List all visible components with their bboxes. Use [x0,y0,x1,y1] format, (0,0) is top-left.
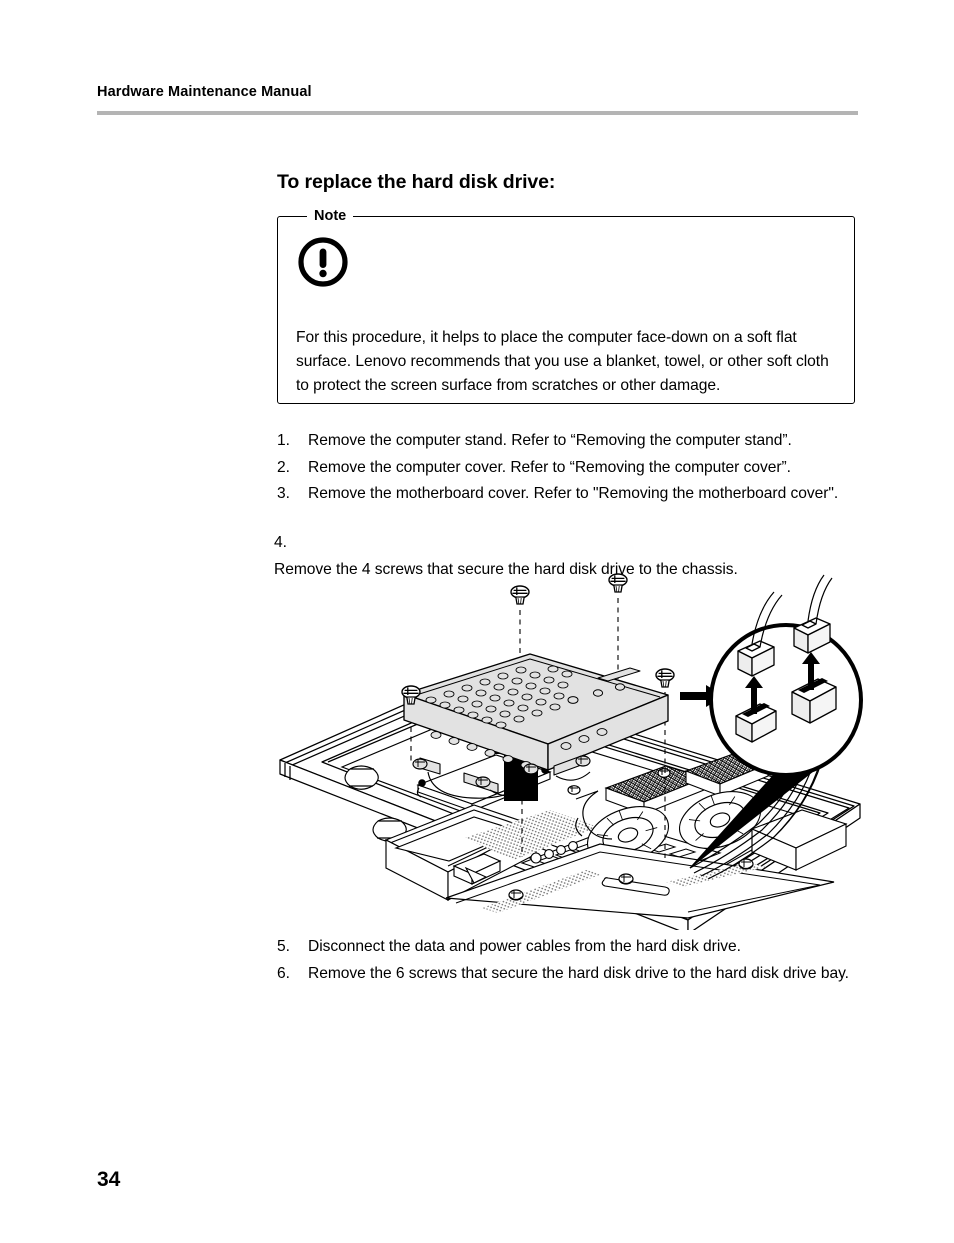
exclamation-circle-icon [297,236,349,288]
list-item-step-1: 1. Remove the computer stand. Refer to “… [277,428,867,455]
page-number: 34 [97,1168,121,1191]
running-header-title: Hardware Maintenance Manual [97,84,312,100]
mounting-screw [608,573,628,593]
step-text: Remove the computer cover. Refer to “Rem… [308,459,791,476]
running-header: Hardware Maintenance Manual [97,84,857,100]
header-divider-rule [97,111,858,115]
step-number: 2. [277,459,290,476]
list-item-step-6: 6. Remove the 6 screws that secure the h… [277,961,852,988]
hard-disk-drive-removal-diagram [268,552,872,930]
list-item-step-4: 4. Remove the 4 screws that secure the h… [274,530,874,583]
step-number: 6. [277,965,290,982]
hard-disk-drive-caddy [403,653,669,799]
step-number: 1. [277,432,290,449]
chassis-right-plate [750,809,848,871]
step-text: Remove the 4 screws that secure the hard… [274,560,738,578]
mounting-screw [655,668,675,688]
chassis-front-bezel [445,843,835,919]
step-number: 3. [277,485,290,502]
heatsink [604,752,770,815]
diagram-canvas [279,573,863,930]
step-text: Remove the motherboard cover. Refer to "… [308,485,839,502]
step-number: 5. [277,938,290,955]
list-item-step-2: 2. Remove the computer cover. Refer to “… [277,455,867,482]
vent-grille-perforated [464,810,598,860]
chassis-mounting-screw [508,768,754,901]
bezel-port-slot [601,877,670,896]
step-text: Remove the 6 screws that secure the hard… [308,965,849,982]
mounting-screw [510,585,530,605]
disconnect-arrow [745,676,763,714]
disconnect-arrow [802,652,820,690]
page-title: To replace the hard disk drive: [277,171,556,194]
cooling-fan [678,791,762,849]
note-callout-box [277,216,855,404]
note-label: Note [307,207,354,225]
step-number: 4. [274,534,287,551]
chassis-standoff-bracket [452,853,502,885]
note-body-text: For this procedure, it helps to place th… [296,328,829,394]
fan-duct [575,790,613,840]
list-item-step-3: 3. Remove the motherboard cover. Refer t… [277,481,862,508]
callout-circle [709,574,863,777]
step-text: Remove the computer stand. Refer to “Rem… [308,432,792,449]
step-text: Disconnect the data and power cables fro… [308,938,741,955]
list-item-step-5: 5. Disconnect the data and power cables … [277,934,867,961]
